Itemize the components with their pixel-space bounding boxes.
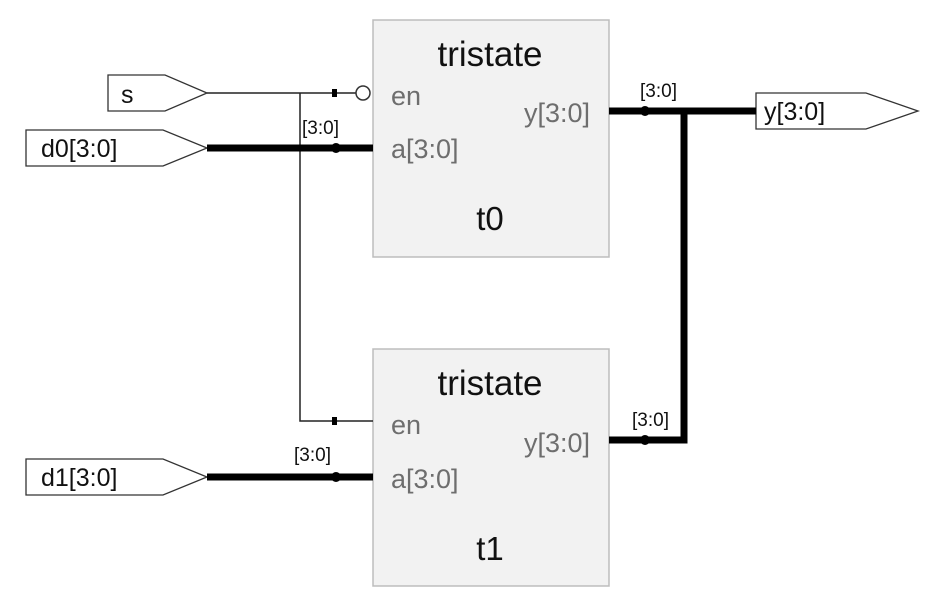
- t0-y-bus-label: [3:0]: [640, 81, 677, 102]
- block-t0-port-y: y[3:0]: [524, 98, 590, 128]
- input-s-label: s: [121, 81, 134, 109]
- input-d1-label: d1[3:0]: [41, 464, 117, 492]
- t1-en-pin-marker: [332, 417, 337, 425]
- bus-d0: [3:0]: [207, 118, 373, 153]
- t0-y-bus-junction: [640, 106, 650, 116]
- output-port-y: y[3:0]: [755, 92, 920, 130]
- block-t0-port-a: a[3:0]: [391, 134, 459, 164]
- block-t0-title: tristate: [437, 35, 542, 74]
- input-port-d0: d0[3:0]: [25, 129, 209, 167]
- t1-y-bus-junction: [640, 435, 650, 445]
- input-d0-label: d0[3:0]: [41, 135, 117, 163]
- block-t1-port-a: a[3:0]: [391, 464, 459, 494]
- block-t0-instance-name: t0: [476, 200, 504, 237]
- t1-y-bus-label: [3:0]: [632, 410, 669, 431]
- block-t1-body: [372, 348, 610, 587]
- output-y-shape: [755, 92, 920, 130]
- d1-bus-junction: [331, 472, 341, 482]
- block-t1-instance-name: t1: [476, 530, 504, 567]
- input-s-shape: [107, 74, 209, 112]
- block-t0-body: [372, 19, 610, 258]
- input-port-d1: d1[3:0]: [25, 458, 209, 496]
- tristate-block-t0: tristate en a[3:0] y[3:0] t0: [372, 19, 610, 258]
- block-t1-port-en: en: [391, 410, 421, 440]
- select-wire-s: [207, 85, 373, 425]
- bus-y: [3:0] [3:0]: [609, 81, 756, 445]
- t0-en-inversion-bubble: [355, 85, 371, 101]
- bus-d1: [3:0]: [207, 445, 373, 482]
- wire-t1-y-to-output: [609, 111, 688, 444]
- d0-bus-junction: [331, 143, 341, 153]
- block-t0-port-en: en: [391, 81, 421, 111]
- block-t1-port-y: y[3:0]: [524, 428, 590, 458]
- d0-bus-label: [3:0]: [302, 118, 339, 139]
- input-d1-shape: [25, 458, 209, 496]
- input-d0-shape: [25, 129, 209, 167]
- input-port-s: s: [107, 74, 209, 112]
- tristate-block-t1: tristate en a[3:0] y[3:0] t1: [372, 348, 610, 587]
- t0-en-pin-marker: [332, 89, 337, 97]
- output-y-label: y[3:0]: [764, 98, 825, 126]
- wire-s-to-t1-en: [299, 93, 373, 422]
- block-t1-title: tristate: [437, 364, 542, 403]
- d1-bus-label: [3:0]: [294, 445, 331, 466]
